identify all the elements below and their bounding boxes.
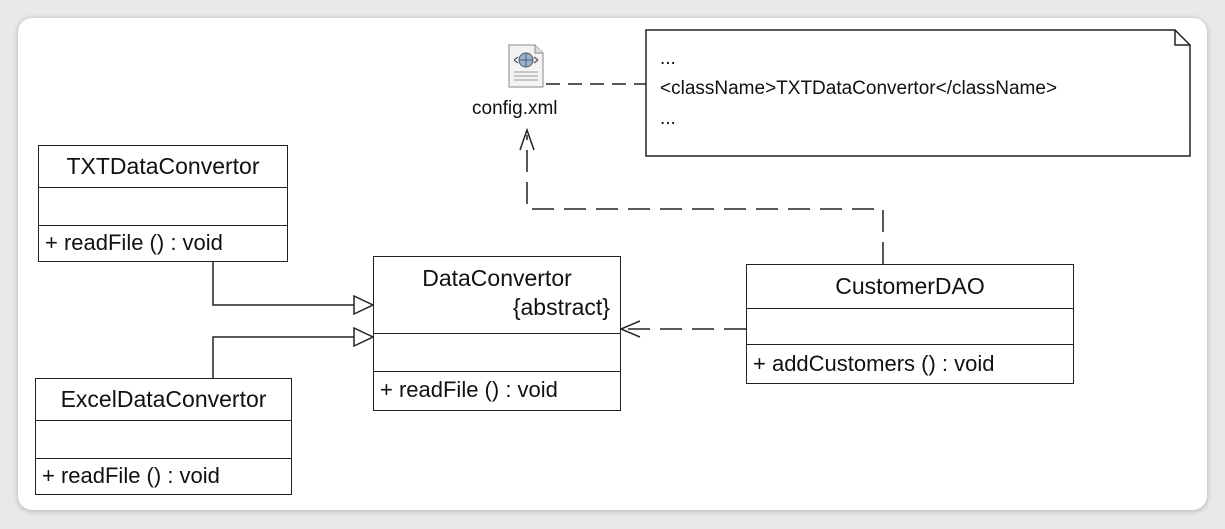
class-stereotype: {abstract}	[512, 294, 610, 320]
dependency-arrowhead-config	[519, 127, 535, 151]
connectors	[212, 29, 1191, 378]
generalization-arrowhead-excel	[353, 326, 375, 348]
class-txt-data-convertor: TXTDataConvertor + readFile () : void	[38, 145, 288, 262]
operation-addcustomers: + addCustomers () : void	[753, 351, 995, 376]
class-customer-dao: CustomerDAO + addCustomers () : void	[746, 264, 1074, 384]
dependency-line-config	[526, 135, 884, 264]
class-name: TXTDataConvertor	[66, 153, 260, 179]
attributes-compartment	[36, 420, 291, 458]
xml-file-icon	[508, 44, 544, 88]
generalization-arrowhead-txt	[353, 294, 375, 316]
class-excel-data-convertor: ExcelDataConvertor + readFile () : void	[35, 378, 292, 495]
note-line-2: <className>TXTDataConvertor</className>	[660, 78, 1058, 99]
dependency-arrowhead-dataconvertor	[619, 320, 641, 338]
attributes-compartment	[374, 333, 620, 371]
class-name: CustomerDAO	[835, 273, 985, 299]
config-artifact-label: config.xml	[472, 98, 558, 119]
generalization-line-excel	[212, 336, 354, 378]
operation-readfile: + readFile () : void	[42, 463, 220, 488]
class-data-convertor: DataConvertor {abstract} + readFile () :…	[373, 256, 621, 411]
note-line-1: ...	[660, 48, 676, 69]
diagram-card: config.xml ... <className>TXTDataConvert…	[18, 18, 1207, 510]
operation-readfile: + readFile () : void	[45, 230, 223, 255]
note-fold	[1174, 30, 1190, 46]
generalization-line-txt	[212, 262, 354, 306]
class-name: ExcelDataConvertor	[60, 386, 267, 412]
operation-readfile: + readFile () : void	[380, 377, 558, 402]
attributes-compartment	[39, 187, 287, 225]
note-shape	[645, 29, 1191, 157]
note-line-3: ...	[660, 108, 676, 129]
diagram-canvas: config.xml ... <className>TXTDataConvert…	[18, 18, 1207, 510]
config-note: ... <className>TXTDataConvertor</classNa…	[646, 30, 1190, 156]
attributes-compartment	[747, 308, 1073, 344]
class-name: DataConvertor	[422, 265, 572, 291]
